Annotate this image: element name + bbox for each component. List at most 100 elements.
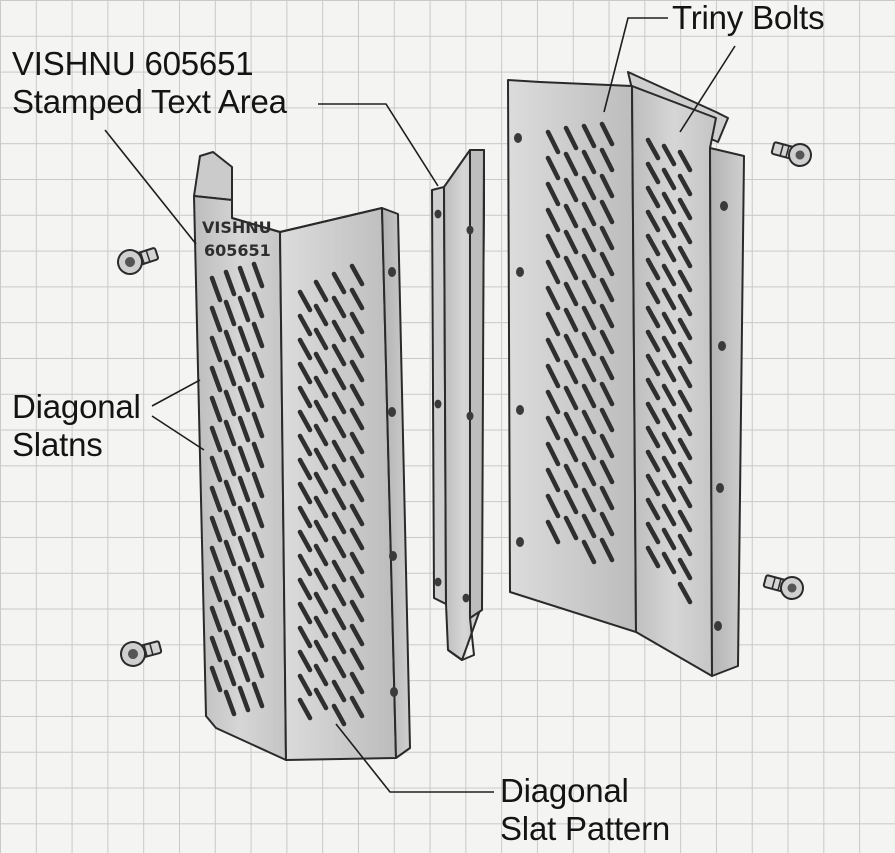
diagonal-slot (251, 561, 265, 589)
diagonal-slot (349, 623, 365, 647)
left-corner-panel: VISHNU 605651 (193, 151, 411, 761)
mounting-hole (716, 483, 724, 493)
diagonal-slot (237, 415, 251, 443)
diagonal-slot (645, 353, 661, 377)
diagonal-slot (545, 129, 561, 155)
diagonal-slot (251, 261, 265, 289)
diagonal-slot (677, 581, 693, 605)
diagonal-slot (581, 409, 597, 435)
diagonal-slot (563, 411, 579, 437)
diagonal-slot (297, 481, 313, 505)
leader-bolts-2 (679, 45, 736, 133)
diagonal-slot (313, 687, 329, 711)
diagonal-slot (645, 473, 661, 497)
mounting-hole (434, 209, 442, 219)
diagonal-slot (661, 407, 677, 431)
diagonal-slot (331, 319, 347, 343)
diagonal-slot (677, 365, 693, 389)
diagonal-slot (599, 355, 615, 381)
diagonal-slot (599, 173, 615, 199)
diagonal-slot (313, 279, 329, 303)
diagonal-slot (581, 383, 597, 409)
diagonal-slot (237, 385, 251, 413)
diagonal-slot (313, 567, 329, 591)
diagonal-slot (581, 435, 597, 461)
diagonal-slot (349, 263, 365, 287)
diagonal-slot (237, 595, 251, 623)
diagonal-slot (297, 409, 313, 433)
diagonal-slot (599, 199, 615, 225)
diagonal-slot (645, 209, 661, 233)
mounting-hole (514, 133, 522, 143)
diagonal-slot (331, 343, 347, 367)
diagonal-slot (661, 239, 677, 263)
diagonal-slot (563, 203, 579, 229)
diagonal-slot (349, 407, 365, 431)
diagonal-slot (545, 259, 561, 285)
diagonal-slot (581, 513, 597, 539)
diagonal-slot (581, 357, 597, 383)
diagonal-slot (661, 335, 677, 359)
diagonal-slot (313, 303, 329, 327)
diagonal-slot (645, 377, 661, 401)
mounting-hole (516, 267, 524, 277)
diagonal-slot (349, 599, 365, 623)
diagonal-slot (237, 325, 251, 353)
diagonal-slot (223, 419, 237, 447)
diagonal-slot (313, 519, 329, 543)
diagonal-slot (599, 433, 615, 459)
diagonal-slot (677, 173, 693, 197)
diagonal-slot (545, 519, 561, 545)
diagonal-slot (599, 225, 615, 251)
diagonal-slot (677, 461, 693, 485)
diagonal-slot (331, 511, 347, 535)
diagonal-slot (237, 475, 251, 503)
diagonal-slot (677, 221, 693, 245)
diagonal-slot (331, 535, 347, 559)
diagonal-slot (237, 265, 251, 293)
diagonal-slot (297, 433, 313, 457)
diagonal-slot (331, 295, 347, 319)
diagonal-slot (349, 335, 365, 359)
diagonal-slot (223, 359, 237, 387)
diagonal-slot (223, 689, 237, 717)
diagonal-slot (545, 311, 561, 337)
diagonal-slot (313, 639, 329, 663)
diagonal-slot (297, 553, 313, 577)
diagonal-slot (563, 385, 579, 411)
diagonal-slot (661, 263, 677, 287)
diagonal-slot (349, 431, 365, 455)
diagonal-slot (251, 531, 265, 559)
diagonal-slot (297, 577, 313, 601)
diagonal-slot (545, 415, 561, 441)
mounting-hole (714, 621, 722, 631)
label-diagonal-slats-line-2: Slatns (12, 426, 103, 463)
diagonal-slot (661, 311, 677, 335)
diagonal-slot (645, 233, 661, 257)
diagonal-slot (677, 341, 693, 365)
diagonal-slot (545, 233, 561, 259)
diagonal-slot (251, 471, 265, 499)
diagonal-slot (331, 271, 347, 295)
diagonal-slot (563, 125, 579, 151)
right-corner-panel (507, 71, 745, 677)
diagonal-slot (209, 485, 223, 513)
diagonal-slot (645, 161, 661, 185)
diagonal-slot (581, 487, 597, 513)
diagonal-slot (661, 191, 677, 215)
diagonal-slot (599, 329, 615, 355)
diagonal-slot (581, 123, 597, 149)
diagonal-slot (251, 411, 265, 439)
diagonal-slot (661, 383, 677, 407)
diagonal-slot (313, 615, 329, 639)
diagonal-slot (677, 317, 693, 341)
diagonal-slot (209, 395, 223, 423)
diagonal-slot (237, 445, 251, 473)
diagonal-slot (297, 625, 313, 649)
diagonal-slot (237, 535, 251, 563)
center-connector-strip (431, 149, 485, 661)
mounting-hole (516, 537, 524, 547)
mounting-hole (720, 201, 728, 211)
diagonal-slot (581, 227, 597, 253)
diagonal-slot (645, 329, 661, 353)
